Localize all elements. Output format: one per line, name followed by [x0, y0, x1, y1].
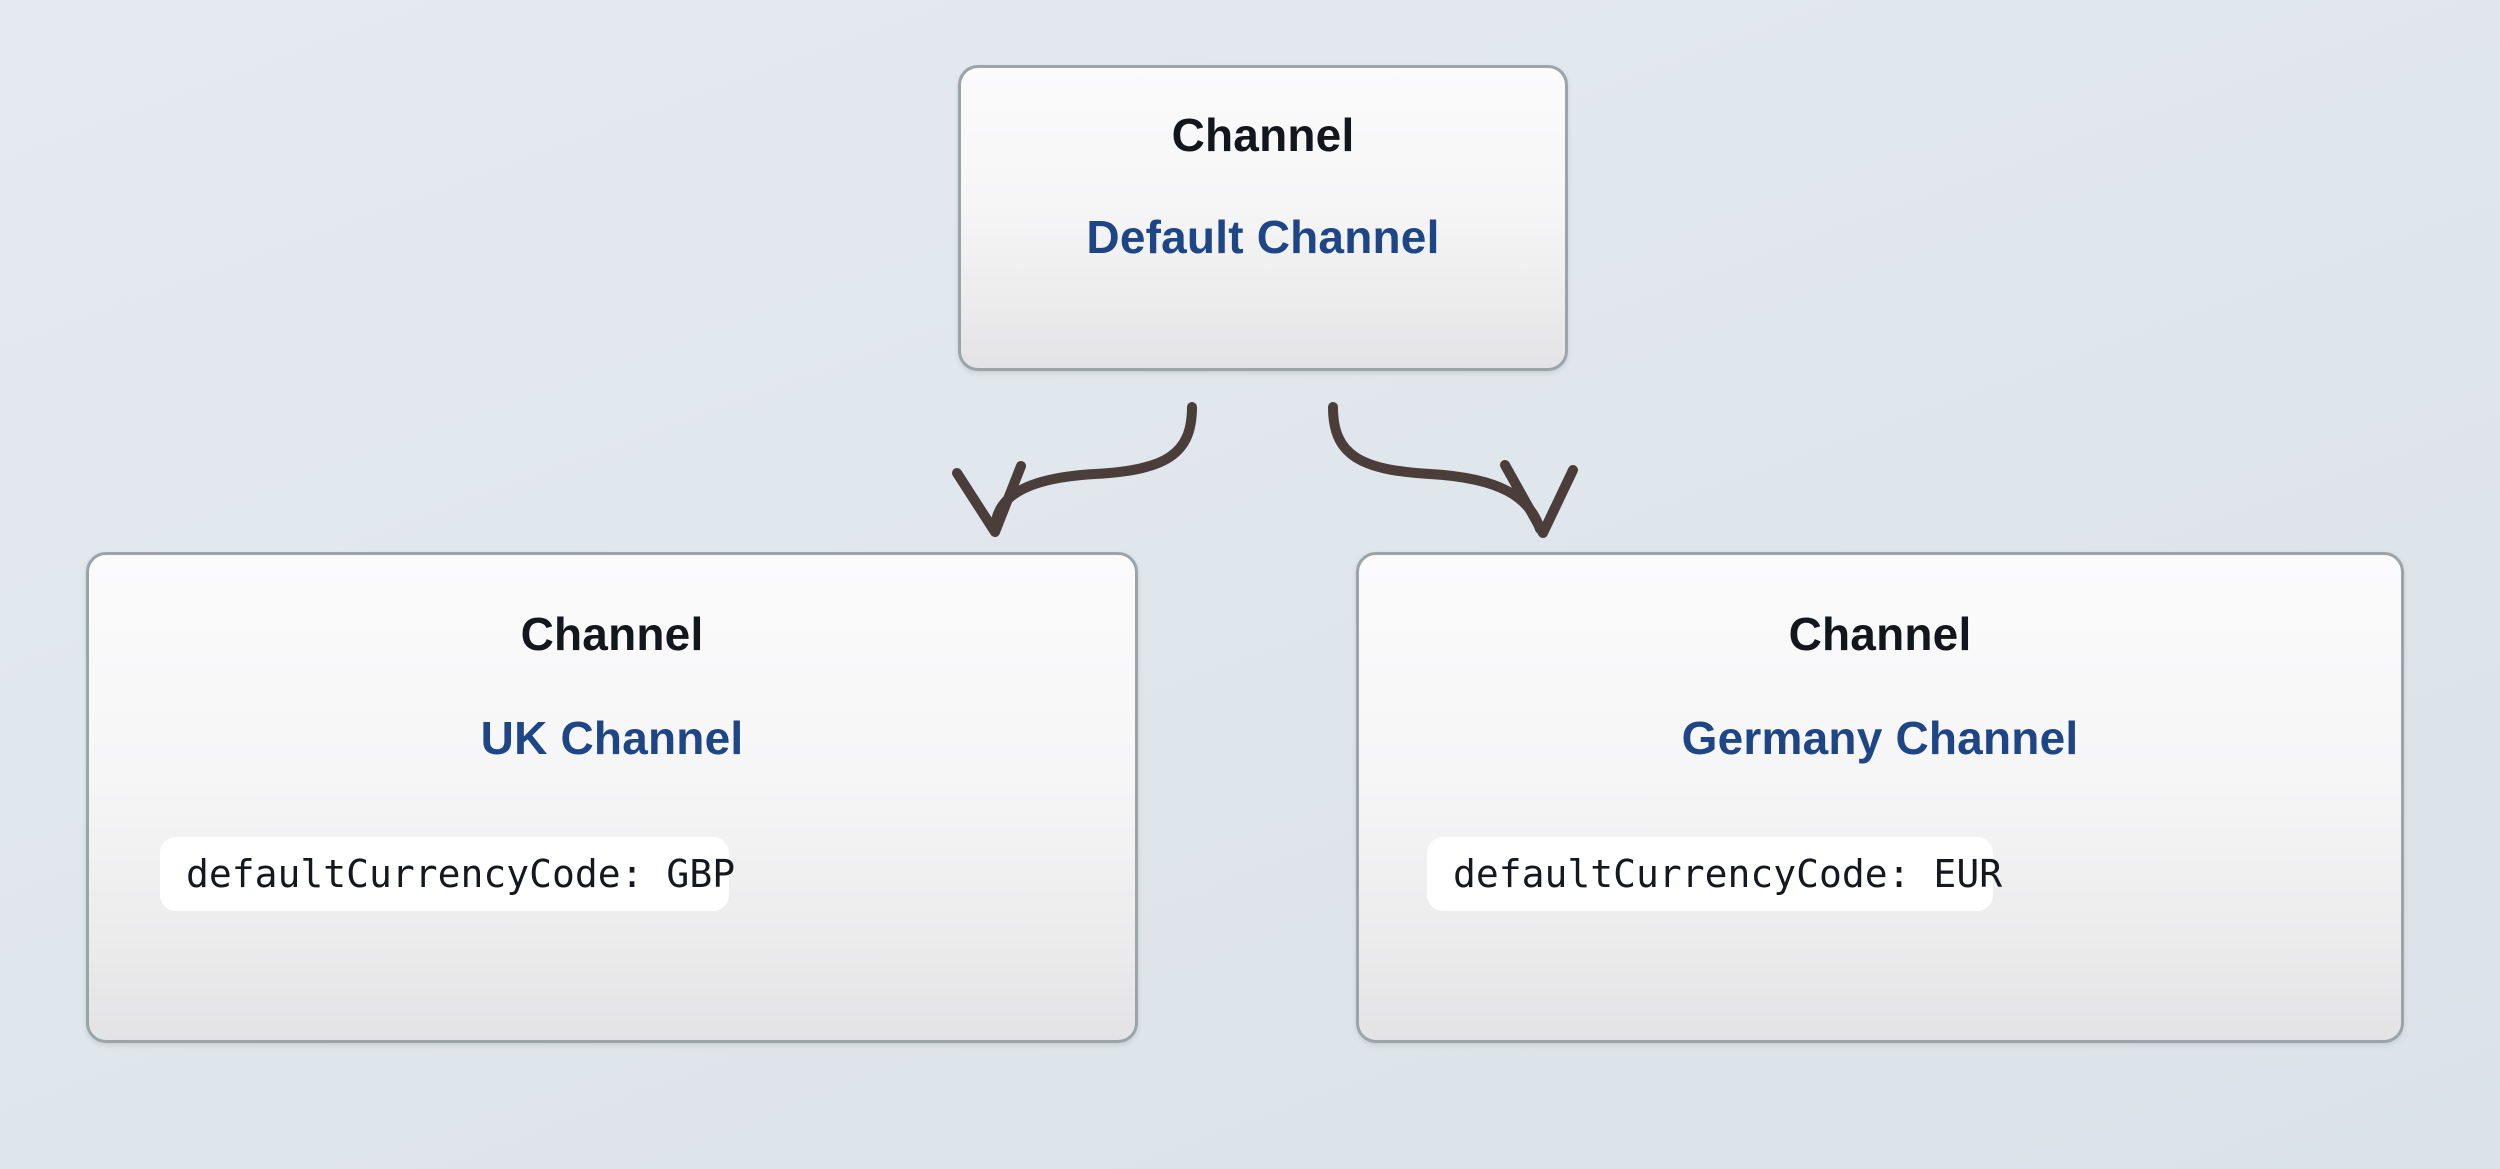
- node-property-default-currency-code: defaultCurrencyCode: EUR: [1427, 837, 2002, 911]
- node-name-label: Germany Channel: [1681, 712, 2079, 764]
- node-property-default-currency-code: defaultCurrencyCode: GBP: [160, 837, 735, 911]
- edge-root-to-germany: [1328, 402, 1545, 534]
- edge-root-to-uk-arrowhead: [952, 461, 1026, 537]
- node-type-label: Channel: [1171, 109, 1355, 161]
- node-default-channel[interactable]: Channel Default Channel: [958, 65, 1568, 371]
- edge-root-to-uk: [990, 402, 1197, 534]
- node-germany-channel[interactable]: Channel Germany Channel defaultCurrencyC…: [1356, 552, 2404, 1043]
- node-type-label: Channel: [1788, 608, 1972, 660]
- node-name-label: UK Channel: [480, 712, 744, 764]
- edge-root-to-germany-arrowhead: [1500, 460, 1578, 538]
- node-type-label: Channel: [520, 608, 704, 660]
- node-name-label: Default Channel: [1086, 211, 1440, 263]
- node-uk-channel[interactable]: Channel UK Channel defaultCurrencyCode: …: [86, 552, 1138, 1043]
